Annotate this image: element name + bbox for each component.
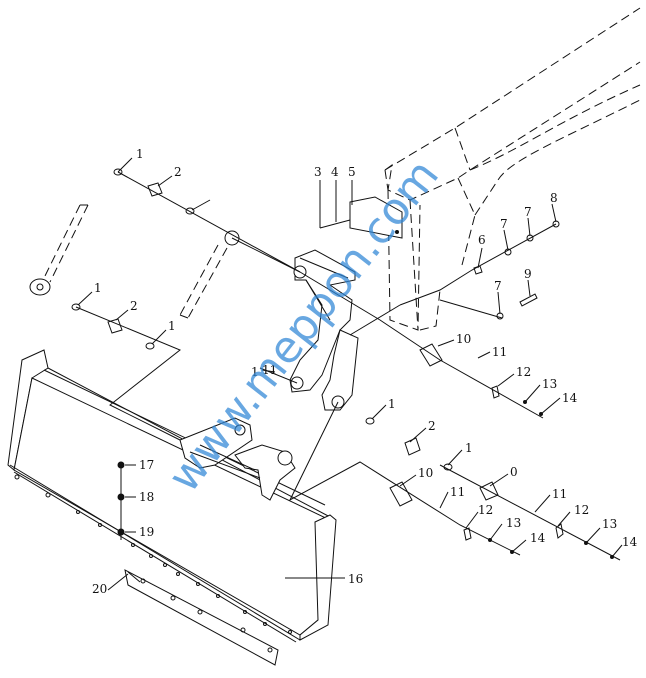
assembly-lines [75, 157, 623, 591]
callout-3: 3 [314, 165, 322, 179]
callout-1-c: 1 [168, 319, 176, 333]
callout-12-a: 12 [516, 365, 531, 379]
dozer-blade [7, 349, 337, 666]
callout-5: 5 [348, 165, 356, 179]
blade-bolt-holes [14, 474, 292, 653]
callout-16: 16 [348, 572, 363, 586]
callout-13-a: 13 [542, 377, 557, 391]
blade-pivot-brackets [179, 417, 296, 501]
callout-7-a: 7 [500, 217, 508, 231]
callout-20: 20 [92, 582, 107, 596]
callout-1-b: 1 [94, 281, 102, 295]
callout-14-a: 14 [562, 391, 578, 405]
callout-13-c: 13 [602, 517, 617, 531]
callout-2-c: 2 [428, 419, 436, 433]
callout-11-a: 11 [492, 345, 507, 359]
callout-1-e: 1 [388, 397, 396, 411]
mounting-bracket [289, 249, 359, 411]
callout-11-c: 11 [552, 487, 567, 501]
callout-19: 19 [139, 525, 154, 539]
callout-6: 6 [478, 233, 486, 247]
callout-labels: 1 2 1 2 1 3 4 5 6 7 7 8 7 9 10 11 12 13 … [92, 147, 638, 596]
hydraulic-cylinder-right [179, 230, 240, 319]
callout-1-f: 1 [465, 441, 473, 455]
callout-7-c: 7 [494, 279, 502, 293]
callout-2-a: 2 [174, 165, 182, 179]
callout-7-b: 7 [524, 205, 532, 219]
tractor-frame-outline [384, 7, 641, 331]
callout-18: 18 [139, 490, 154, 504]
plate-5 [349, 196, 403, 239]
callout-0: 0 [510, 465, 518, 479]
callout-8: 8 [550, 191, 558, 205]
callout-12-b: 12 [478, 503, 493, 517]
callout-2-b: 2 [130, 299, 138, 313]
callout-14-c: 14 [622, 535, 638, 549]
hydraulic-cylinder-left [29, 204, 89, 296]
callout-13-b: 13 [506, 516, 521, 530]
callout-9: 9 [524, 267, 532, 281]
callout-4: 4 [331, 165, 339, 179]
callout-11-d: 11 [262, 363, 277, 377]
callout-1-d: 1 [251, 365, 259, 379]
callout-10-a: 10 [456, 332, 471, 346]
callout-1-a: 1 [136, 147, 144, 161]
callout-17: 17 [139, 458, 154, 472]
callout-12-c: 12 [574, 503, 589, 517]
callout-11-b: 11 [450, 485, 465, 499]
callout-14-b: 14 [530, 531, 546, 545]
callout-10-b: 10 [418, 466, 433, 480]
